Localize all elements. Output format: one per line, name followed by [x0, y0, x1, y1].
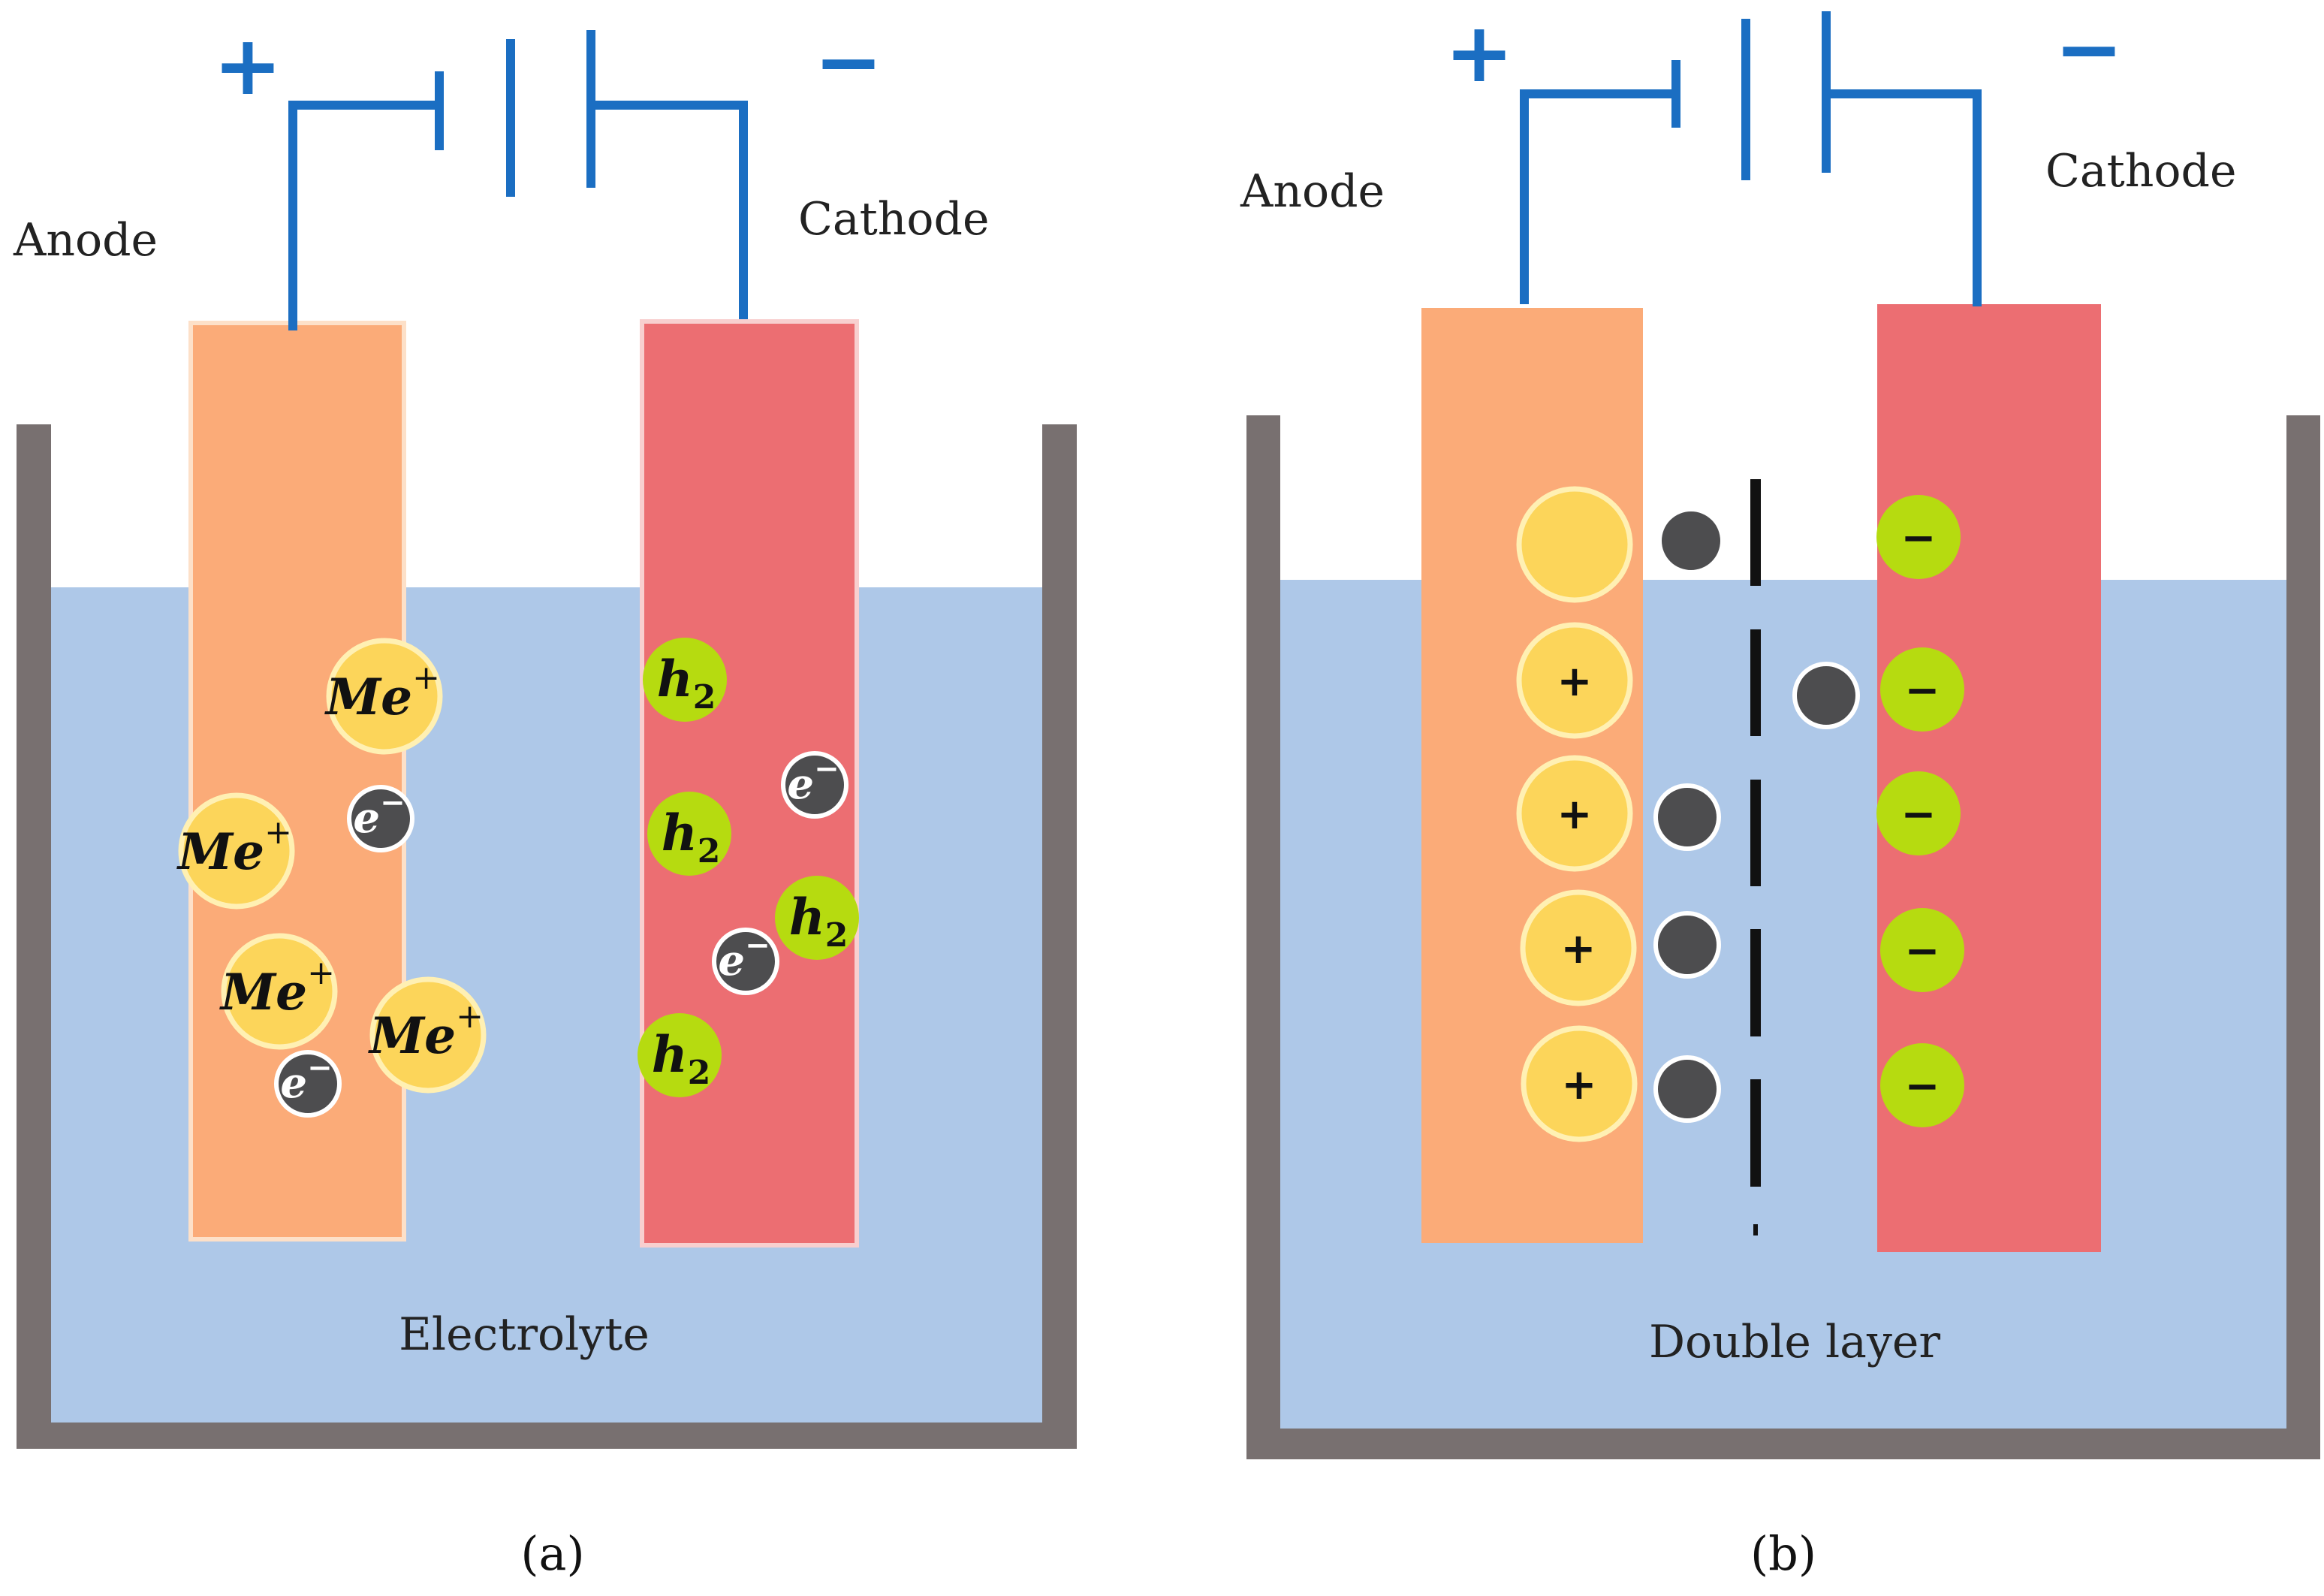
anion-sign: − [1901, 790, 1937, 839]
panel-a-hydrogens: h2 h2 h2 h2 [638, 638, 859, 1097]
panel-a-tank-right-wall [1042, 424, 1077, 1449]
cation-sign: + [1557, 790, 1593, 839]
cation-label: Me+ [219, 954, 335, 1021]
electron-circle-icon [781, 751, 849, 819]
electron-label: e− [787, 751, 839, 809]
anion-circle-icon [1876, 771, 1961, 855]
anion-circle-icon [1880, 908, 1964, 992]
hydrogen-label: h2 [789, 888, 849, 955]
hydrogen-circle-icon [643, 638, 727, 722]
cation-circle-icon [1521, 1025, 1638, 1142]
anion-sign: − [1905, 1062, 1940, 1111]
cation-circle-icon [1516, 755, 1633, 872]
panel-b-cathode-label: Cathode [2045, 145, 2236, 198]
panel-a-electrolyte-label: Electrolyte [399, 1308, 650, 1361]
panel-b-minus-terminal: − [2054, 1, 2124, 97]
cation-circle-icon [221, 933, 338, 1050]
panel-b-cations: + + + + [1516, 486, 1638, 1142]
cation-circle-icon [178, 792, 295, 910]
panel-a-tank-bottom [17, 1423, 1077, 1449]
panel-b-double-layer-label: Double layer [1649, 1316, 1940, 1368]
panel-a-cations: Me+ Me+ Me+ Me+ [176, 638, 487, 1094]
hydrogen-label: h2 [662, 804, 721, 870]
cation-circle-icon [1520, 889, 1637, 1006]
anion-circle-icon [1876, 495, 1961, 579]
anion-sign: − [1905, 666, 1940, 715]
cation-label: Me+ [176, 813, 292, 881]
electron-circle-icon [274, 1050, 342, 1118]
cation-circle-icon [326, 638, 443, 755]
electron-circle-icon [347, 785, 414, 852]
panel-b-plus-terminal: + [1445, 5, 1514, 101]
electron-circle-icon [1653, 911, 1721, 979]
panel-a-cathode-wire [591, 101, 748, 319]
panel-b-battery-symbol-icon [1520, 11, 1982, 306]
panel-a-electrons: e− e− e− e− [274, 751, 849, 1118]
cation-circle-icon [1516, 622, 1633, 739]
panel-a-cathode-label: Cathode [798, 193, 989, 246]
anion-circle-icon [1880, 1043, 1964, 1127]
electron-circle-icon [1792, 662, 1860, 729]
panel-b-electrons [1653, 507, 1860, 1123]
cation-label: Me+ [368, 997, 484, 1065]
hydrogen-circle-icon [647, 792, 731, 876]
panel-b: + − Anode Cathode Double layer ++++ −−−−… [1240, 1, 2320, 1581]
panel-b-anions: − − − − − [1876, 495, 1964, 1127]
electron-label: e− [280, 1050, 332, 1108]
panel-b-caption: (b) [1750, 1526, 1816, 1581]
anion-sign: − [1901, 514, 1937, 563]
electron-circle-icon [712, 928, 779, 995]
hydrogen-circle-icon [775, 876, 859, 960]
hydrogen-circle-icon [638, 1013, 722, 1097]
panel-a-minus-terminal: − [814, 14, 883, 110]
panel-a-anode-wire [288, 101, 439, 330]
panel-b-anode-wire [1520, 89, 1676, 304]
cation-sign: + [1562, 1060, 1597, 1109]
panel-b-tank-right-wall [2286, 415, 2320, 1459]
panel-b-tank-bottom [1246, 1429, 2320, 1459]
anion-sign: − [1905, 927, 1940, 976]
panel-b-tank-left-wall [1246, 415, 1280, 1459]
panel-a: + − Anode Cathode Electrolyte Me+Me+Me+M… [13, 14, 1077, 1581]
hydrogen-label: h2 [652, 1025, 711, 1092]
electron-circle-icon [1653, 783, 1721, 851]
panel-b-cathode-wire [1826, 89, 1982, 306]
panel-b-anode-label: Anode [1240, 165, 1385, 218]
hydrogen-label: h2 [657, 650, 716, 717]
electron-circle-icon [1653, 1055, 1721, 1123]
cation-label: Me+ [324, 659, 440, 726]
cation-sign: + [1557, 657, 1593, 706]
cation-sign: + [1561, 925, 1596, 973]
panel-a-caption: (a) [520, 1526, 584, 1581]
anion-circle-icon [1880, 647, 1964, 732]
cation-circle-icon [369, 976, 487, 1094]
electron-circle-icon [1657, 507, 1725, 575]
electron-label: e− [353, 785, 405, 843]
panel-a-anode-label: Anode [13, 214, 158, 267]
panel-a-tank-left-wall [17, 424, 51, 1449]
battery-symbol-icon [288, 30, 748, 330]
electron-label: e− [718, 928, 770, 985]
panel-a-plus-terminal: + [213, 17, 282, 113]
cation-circle-icon [1516, 486, 1633, 603]
